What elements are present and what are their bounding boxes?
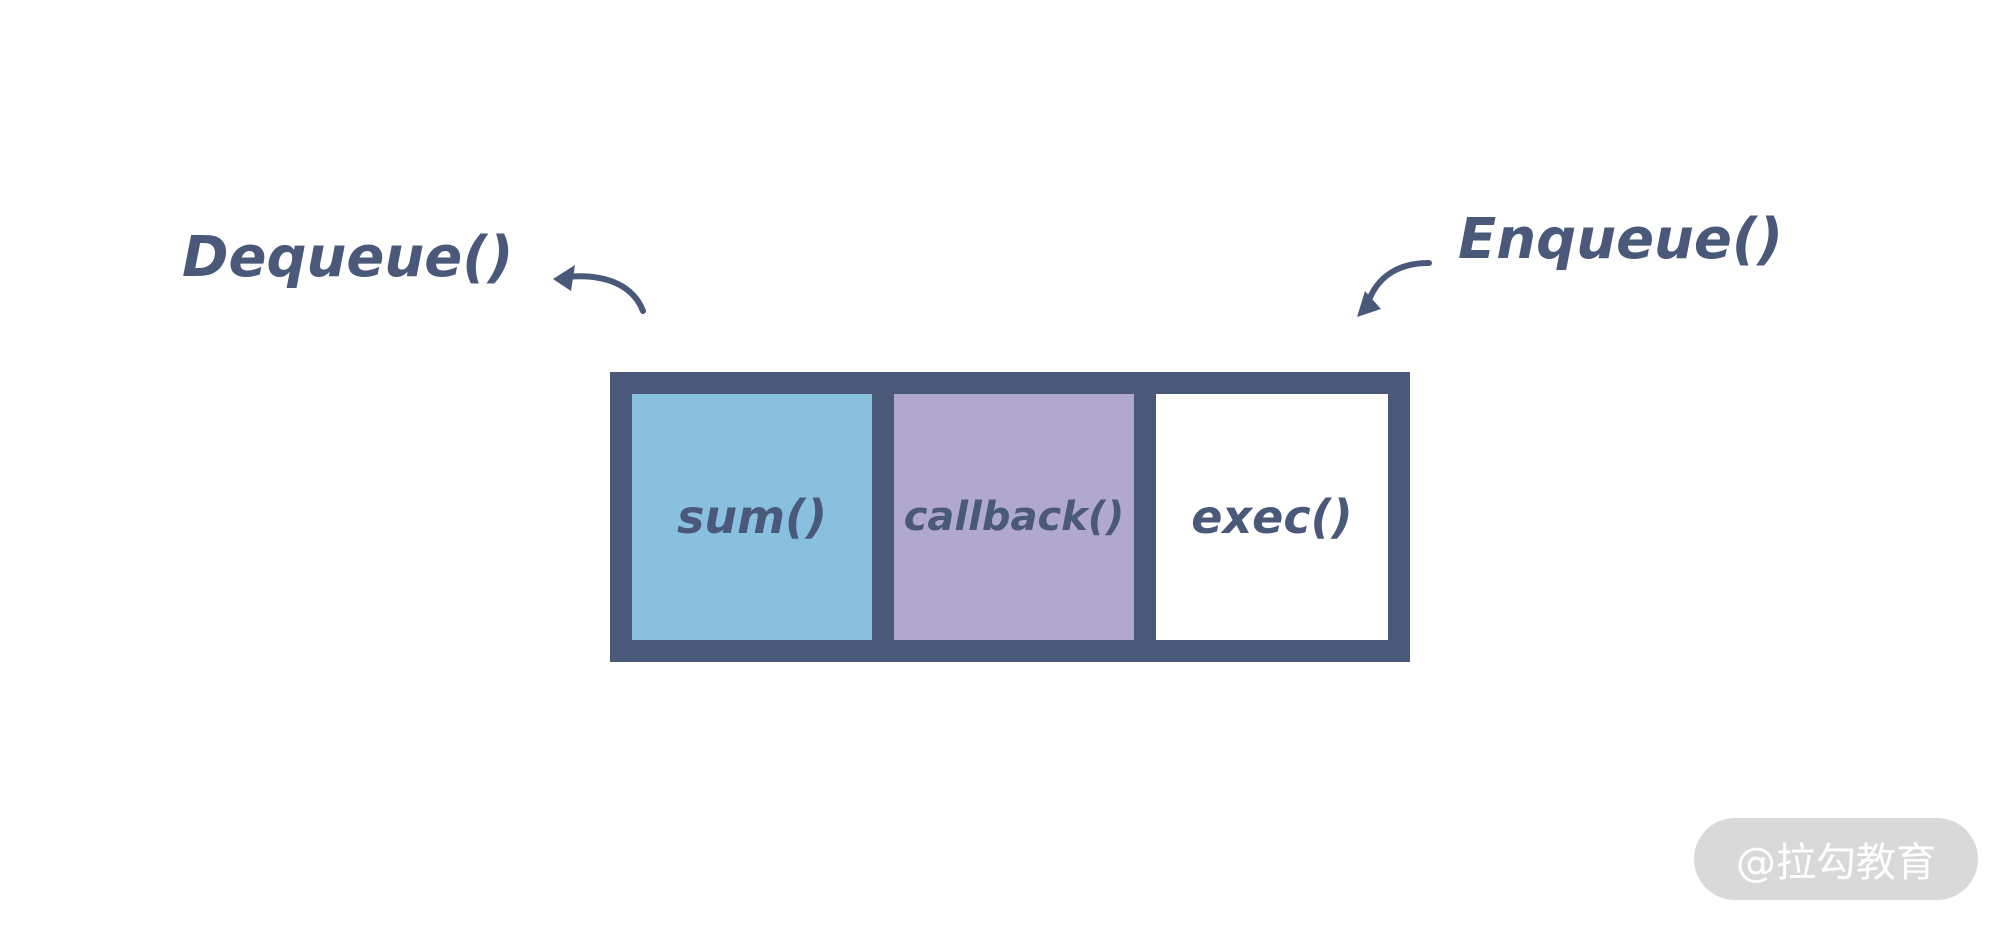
watermark-badge: @拉勾教育 <box>1694 818 1978 900</box>
queue-cell-exec: exec() <box>1134 372 1410 662</box>
queue-cell-label: sum() <box>676 490 828 544</box>
curved-arrow-out-icon <box>553 265 646 314</box>
queue-cell-label: callback() <box>903 494 1125 540</box>
queue-cell-label: exec() <box>1191 490 1353 544</box>
dequeue-label: Dequeue() <box>182 225 514 290</box>
queue-cell-sum: sum() <box>610 372 872 662</box>
curved-arrow-in-icon <box>1357 260 1432 317</box>
watermark-text: @拉勾教育 <box>1736 840 1936 886</box>
enqueue-label: Enqueue() <box>1458 207 1784 272</box>
queue-cell-callback: callback() <box>872 372 1134 662</box>
task-queue: sum() callback() exec() <box>610 372 1410 662</box>
